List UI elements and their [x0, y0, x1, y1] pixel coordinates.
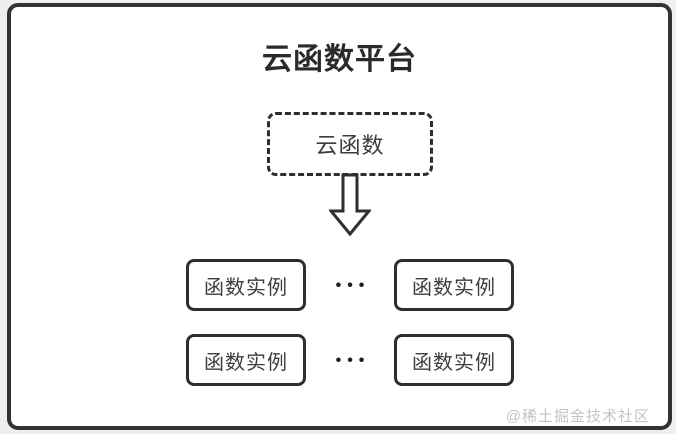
instance-row-2: 函数实例 ••• 函数实例: [186, 334, 514, 386]
cloud-function-box: 云函数: [267, 112, 433, 176]
function-instance-label: 函数实例: [204, 276, 288, 299]
down-arrow-icon: [329, 173, 371, 237]
function-instance-label: 函数实例: [412, 351, 496, 374]
function-instance-box: 函数实例: [186, 259, 306, 311]
instance-row-1: 函数实例 ••• 函数实例: [186, 259, 514, 311]
function-instance-label: 函数实例: [412, 276, 496, 299]
function-instance-box: 函数实例: [186, 334, 306, 386]
ellipsis-dots: •••: [335, 352, 371, 369]
function-instance-box: 函数实例: [394, 334, 514, 386]
function-instance-box: 函数实例: [394, 259, 514, 311]
function-instance-label: 函数实例: [204, 351, 288, 374]
diagram-title: 云函数平台: [262, 43, 417, 76]
diagram-frame: 云函数平台 云函数 函数实例 ••• 函数实例 函数实例 ••• 函数实例: [7, 3, 672, 430]
ellipsis-dots: •••: [335, 277, 371, 294]
watermark: @稀土掘金技术社区: [505, 408, 650, 425]
cloud-function-label: 云函数: [315, 133, 385, 158]
